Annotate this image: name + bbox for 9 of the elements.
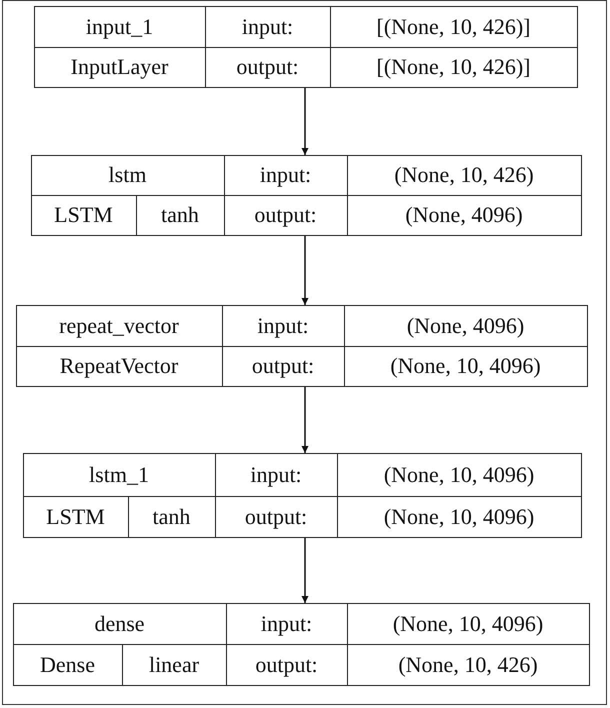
arrow [302,236,308,305]
arrow [302,387,308,453]
layer-table [13,603,590,686]
arrow [302,88,308,155]
layer-table [23,453,582,538]
layer-table [16,305,588,387]
layer-table [31,155,582,236]
arrow [302,538,308,603]
layer-table [34,6,578,88]
